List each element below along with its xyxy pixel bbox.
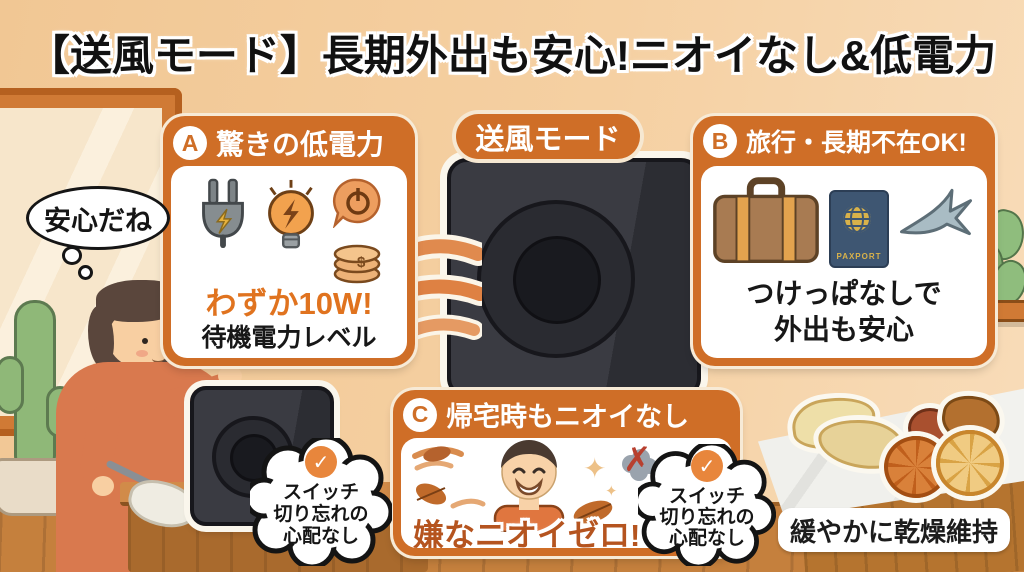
sparkle-icon-small: ✦ [605,483,618,500]
main-device [447,158,701,398]
panel-b: B 旅行・長期不在OK! [693,116,995,366]
panel-c: C 帰宅時もニオイなし ✦ ✦ [393,390,740,556]
page-title: 【送風モード】長期外出も安心!ニオイなし&低電力 [27,32,997,79]
panel-c-highlight: 嫌なニオイゼロ! [413,518,641,548]
leaf-icon [573,500,613,524]
footer-caption-text: 緩やかに乾燥維持 [789,516,998,547]
footer-caption: 緩やかに乾燥維持 [778,508,1010,552]
cross-icon: ✗ [623,441,652,479]
suitcase-icon [713,177,819,264]
panel-b-line1: つけっぱなしで [746,278,942,309]
center-mode-label: 送風モード [475,123,621,156]
cloud-note-line3: 心配なし [668,528,745,549]
badge-b: B [703,124,737,158]
power-button-bubble-icon [332,178,381,228]
dried-citrus-slice [936,430,1004,496]
coins-icon [333,244,381,284]
passport-icon: PAXPORT [829,190,889,268]
thought-bubble-text: 安心だね [44,205,152,236]
cloud-note-line1: スイッチ [668,486,745,507]
cloud-note-line2: 切り忘れの [273,504,369,525]
panel-b-title: 旅行・長期不在OK! [746,129,967,157]
woman-left-hand [92,476,114,496]
light-bulb-icon [268,179,314,249]
badge-c: C [403,397,437,432]
thought-bubble-dot [78,265,93,280]
cloud-note-right: ✓ スイッチ 切り忘れの 心配なし [633,440,777,570]
cloud-note-line2: 切り忘れの [659,507,755,528]
woman-eye [142,338,148,344]
thought-bubble-dot [62,246,82,265]
sparkle-icon: ✦ [583,453,607,484]
thought-bubble: 安心だね [26,186,170,250]
check-icon: ✓ [691,450,723,482]
center-mode-badge: 送風モード [456,114,640,159]
cloud-note-line3: 心配なし [282,526,359,547]
woman-blush [136,350,148,357]
panel-a-title: 驚きの低電力 [216,129,385,160]
cloud-note-line1: スイッチ [282,482,359,503]
panel-a-highlight: わずか10W! [205,286,373,321]
badge-a: A [173,126,207,160]
panel-a-caption: 待機電力レベル [201,324,377,352]
woman-right-hand [218,366,242,386]
panel-c-title: 帰宅時もニオイなし [446,402,689,432]
check-icon: ✓ [305,446,337,478]
power-plug-icon [202,178,244,249]
cloud-note-left: ✓ スイッチ 切り忘れの 心配なし [243,434,394,570]
panel-b-line2: 外出も安心 [773,314,914,345]
happy-man-icon [493,440,565,532]
coin-currency-symbol: $ [357,254,366,271]
falling-leaves-icon [412,446,486,509]
odor-cloud-icon [622,449,657,481]
passport-label: PAXPORT [836,252,882,261]
airplane-icon [899,188,973,236]
panel-a: A 驚きの低電力 [163,116,415,366]
